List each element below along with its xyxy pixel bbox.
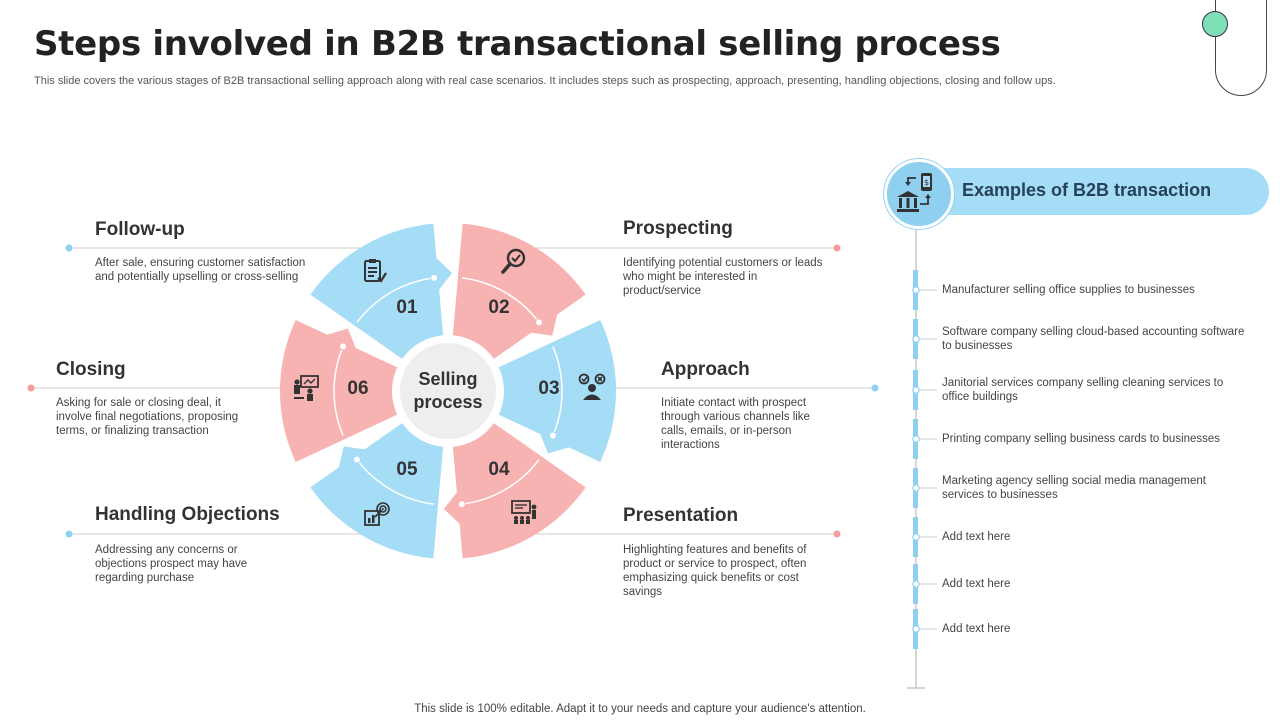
segment-arrow-04 bbox=[443, 490, 463, 527]
step-02-description: Identifying potential customers or leads… bbox=[623, 257, 823, 297]
segment-divider-01 bbox=[356, 277, 435, 323]
segment-arrow-02 bbox=[528, 311, 559, 336]
step-03-description: Initiate contact with prospect through v… bbox=[661, 397, 810, 451]
center-label-line-2: process bbox=[413, 392, 483, 412]
segment-06 bbox=[280, 320, 398, 462]
segment-dot-02 bbox=[535, 318, 544, 327]
center-label: Selling process bbox=[398, 368, 498, 414]
example-item-5: Marketing agency selling social media ma… bbox=[942, 475, 1207, 501]
example-item-8: Add text here bbox=[942, 623, 1011, 635]
connector-end-dot-04 bbox=[833, 530, 841, 538]
examples-icon-circle bbox=[884, 159, 954, 229]
timeline-marker-8 bbox=[912, 625, 920, 633]
step-06-description: Asking for sale or closing deal, it invo… bbox=[56, 397, 239, 437]
segment-03 bbox=[498, 320, 617, 462]
segment-number-04: 04 bbox=[488, 459, 510, 480]
slide-title: Steps involved in B2B transactional sell… bbox=[34, 24, 1001, 64]
segment-01 bbox=[310, 223, 444, 359]
svg-text:$: $ bbox=[924, 178, 929, 187]
segment-arrow-01 bbox=[433, 255, 453, 292]
segment-divider-04 bbox=[461, 459, 540, 505]
step-05-title: Handling Objections bbox=[95, 504, 280, 525]
timeline-marker-5 bbox=[912, 484, 920, 492]
segment-arrow-06 bbox=[323, 328, 357, 351]
segment-05 bbox=[310, 423, 444, 559]
meeting-board-icon bbox=[294, 375, 319, 401]
step-01-description: After sale, ensuring customer satisfacti… bbox=[95, 257, 306, 283]
corner-dot-decoration bbox=[1202, 11, 1228, 37]
examples-banner bbox=[912, 168, 1269, 215]
connector-end-dot-01 bbox=[65, 244, 73, 252]
segment-divider-06 bbox=[333, 346, 344, 436]
timeline-marker-4 bbox=[912, 435, 920, 443]
timeline-marker-3 bbox=[912, 386, 920, 394]
segment-dot-06 bbox=[339, 342, 348, 351]
chart-target-icon bbox=[364, 502, 390, 526]
segment-04 bbox=[452, 423, 586, 559]
example-item-6: Add text here bbox=[942, 531, 1011, 543]
segment-divider-03 bbox=[552, 346, 563, 436]
person-decision-icon bbox=[578, 373, 606, 400]
example-item-1: Manufacturer selling office supplies to … bbox=[942, 284, 1195, 296]
segment-02 bbox=[452, 223, 586, 359]
segment-dot-05 bbox=[352, 455, 361, 464]
connector-end-dot-05 bbox=[65, 530, 73, 538]
magnifier-check-icon bbox=[501, 248, 526, 274]
presentation-audience-icon bbox=[511, 500, 537, 524]
segment-number-06: 06 bbox=[347, 378, 369, 399]
clipboard-checklist-icon bbox=[364, 259, 387, 283]
slide-footer: This slide is 100% editable. Adapt it to… bbox=[414, 703, 866, 715]
connector-end-dot-03 bbox=[871, 384, 879, 392]
segment-number-05: 05 bbox=[396, 459, 418, 480]
segment-divider-05 bbox=[356, 459, 435, 505]
segment-dot-03 bbox=[548, 431, 557, 440]
center-circle bbox=[400, 343, 496, 439]
connector-end-dot-02 bbox=[833, 244, 841, 252]
segment-dot-04 bbox=[457, 500, 466, 509]
segment-dot-01 bbox=[430, 273, 439, 282]
step-04-description: Highlighting features and benefits of pr… bbox=[623, 544, 807, 598]
step-04-title: Presentation bbox=[623, 505, 739, 526]
segment-number-02: 02 bbox=[488, 297, 510, 318]
example-item-3: Janitorial services company selling clea… bbox=[942, 377, 1224, 403]
timeline-marker-6 bbox=[912, 533, 920, 541]
segment-arrow-05 bbox=[337, 446, 368, 471]
connector-end-dot-06 bbox=[27, 384, 35, 392]
step-03-title: Approach bbox=[661, 359, 750, 380]
timeline-marker-1 bbox=[912, 286, 920, 294]
step-02-title: Prospecting bbox=[623, 218, 733, 239]
examples-title: Examples of B2B transaction bbox=[962, 180, 1212, 200]
example-item-7: Add text here bbox=[942, 578, 1011, 590]
step-05-description: Addressing any concerns or objections pr… bbox=[95, 544, 248, 584]
example-item-4: Printing company selling business cards … bbox=[942, 433, 1221, 445]
segment-arrow-03 bbox=[539, 431, 573, 454]
segment-number-03: 03 bbox=[538, 378, 560, 399]
step-01-title: Follow-up bbox=[95, 219, 185, 240]
center-label-line-1: Selling bbox=[418, 369, 478, 389]
slide-subtitle: This slide covers the various stages of … bbox=[34, 75, 1056, 87]
bank-phone-exchange-icon: $ bbox=[897, 173, 932, 212]
segment-number-01: 01 bbox=[396, 297, 418, 318]
step-06-title: Closing bbox=[56, 359, 126, 380]
timeline-marker-7 bbox=[912, 580, 920, 588]
timeline-marker-2 bbox=[912, 335, 920, 343]
example-item-2: Software company selling cloud-based acc… bbox=[942, 326, 1245, 352]
segment-divider-02 bbox=[461, 277, 540, 323]
